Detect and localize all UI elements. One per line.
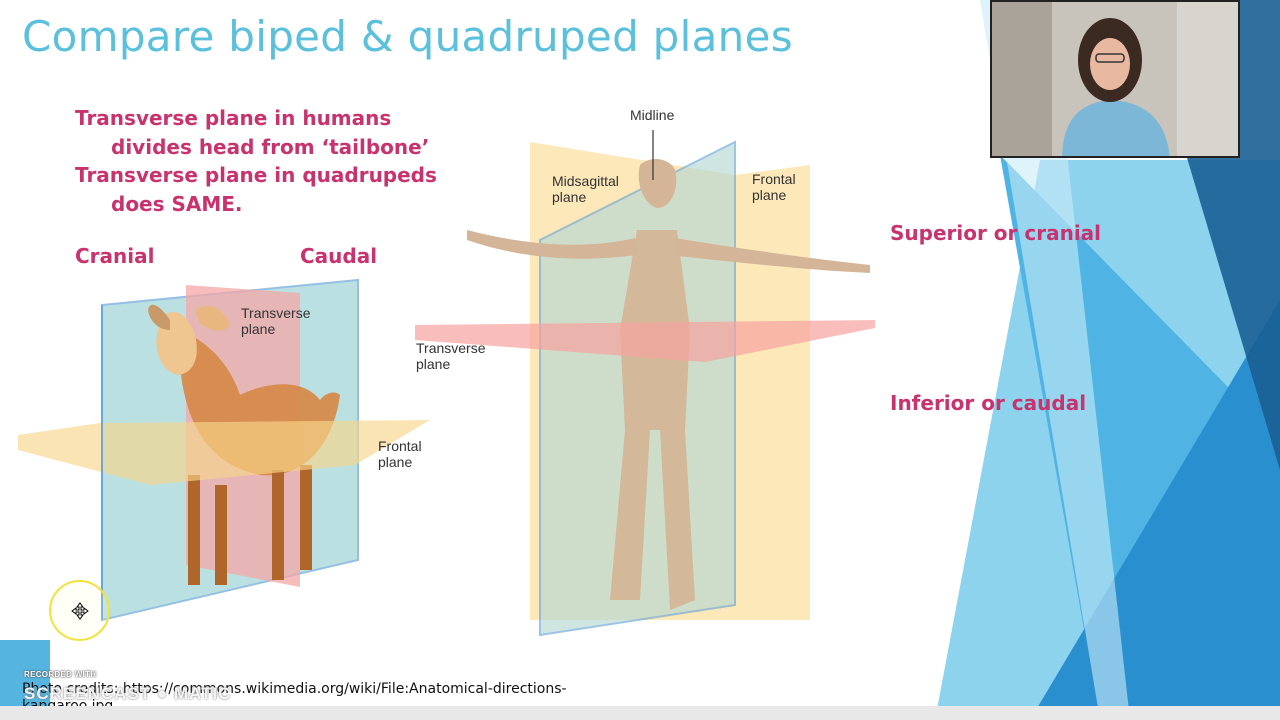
label-line: plane <box>241 321 276 337</box>
label-line: plane <box>752 187 787 203</box>
label-line: Midsagittal <box>552 173 619 189</box>
credits-line-1: Photo credits: https://commons.wikimedia… <box>22 681 567 697</box>
slide-title: Compare biped & quadruped planes <box>22 12 793 61</box>
label-line: Frontal <box>378 438 422 454</box>
goat-transverse-label: Transverse plane <box>241 305 311 337</box>
midline-label: Midline <box>630 107 675 123</box>
recorded-with-label: RECORDED WITH <box>24 670 97 679</box>
bullet-line: does SAME. <box>111 191 243 216</box>
human-planes-diagram <box>415 130 875 637</box>
label-line: Transverse <box>416 340 486 356</box>
bullet-line: Transverse plane in quadrupeds <box>75 163 437 187</box>
bullet-text: Transverse plane in humans divides head … <box>75 104 437 218</box>
label-line: Frontal <box>752 171 796 187</box>
superior-label: Superior or cranial <box>890 221 1102 245</box>
inferior-label: Inferior or caudal <box>890 391 1087 415</box>
label-line: Transverse <box>241 305 311 321</box>
presenter-video <box>992 2 1238 156</box>
human-frontal-label: Frontal plane <box>752 171 796 203</box>
move-cursor-icon <box>71 602 89 620</box>
human-transverse-label: Transverse plane <box>416 340 486 372</box>
goat-planes-diagram <box>18 278 430 622</box>
bullet-line: divides head from ‘tailbone’ <box>111 134 430 159</box>
caudal-label: Caudal <box>300 244 378 268</box>
bottom-bar <box>0 706 1280 720</box>
midsagittal-label: Midsagittal plane <box>552 173 619 205</box>
label-line: plane <box>416 356 451 372</box>
screencast-watermark: SCREENCAST ● MATIC <box>24 684 232 703</box>
label-line: plane <box>552 189 587 205</box>
webcam-overlay <box>990 0 1240 158</box>
cranial-label: Cranial <box>75 244 155 268</box>
goat-frontal-label: Frontal plane <box>378 438 422 470</box>
bullet-line: Transverse plane in humans <box>75 106 392 130</box>
label-line: plane <box>378 454 413 470</box>
